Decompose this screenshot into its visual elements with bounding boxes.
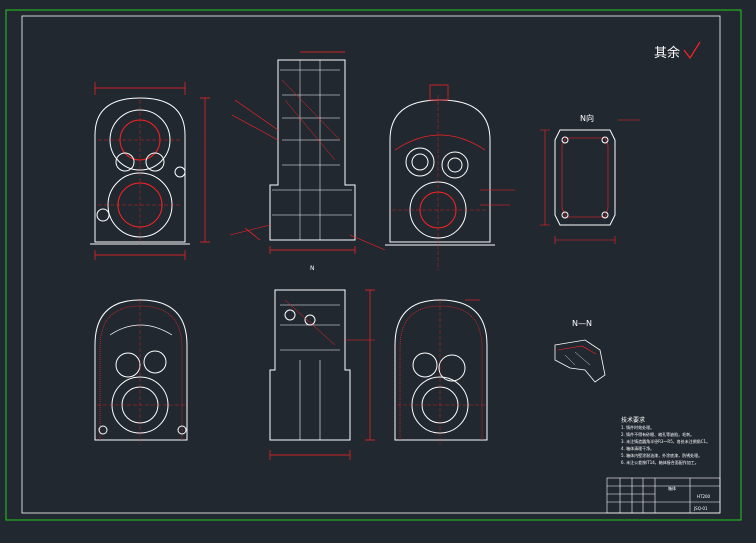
- nn-section-detail: [554, 339, 606, 383]
- bottom-middle-section: [269, 289, 375, 460]
- n-direction-view: [540, 119, 640, 244]
- side-section-view: [229, 51, 386, 254]
- tech-note-item: 2. 铸件不得有砂眼、缩孔等缺陷，毛刺。: [621, 432, 695, 437]
- tech-note-item: 6. 未注公差按IT14，箱体接合面配作加工。: [621, 460, 699, 465]
- tech-note-item: 1. 铸件时效处理。: [621, 425, 655, 430]
- view-label-section-nn: N—N: [572, 319, 592, 328]
- roughness-check-icon: [683, 41, 701, 60]
- title-block-material: HT200: [697, 494, 711, 499]
- view-label-n-direction: N向: [580, 114, 594, 123]
- sheet-outer-border: [5, 9, 742, 521]
- tech-notes-title: 技术要求: [621, 417, 646, 424]
- bottom-left-section: [94, 299, 188, 445]
- tech-note-item: 5. 箱体内壁涂耐油漆，外涂底漆，防锈处理。: [621, 453, 703, 458]
- rear-view: [385, 84, 515, 270]
- title-block: [606, 477, 721, 514]
- n-marker-arrow: N: [310, 265, 315, 272]
- title-block-drawing-no: JSQ-01: [694, 506, 708, 511]
- bottom-right-section: [394, 299, 488, 445]
- front-view: [90, 82, 210, 260]
- finish-label: 其余: [654, 46, 681, 61]
- tech-note-item: 3. 未注铸造圆角半径R3～R5，各处未注倒角C1。: [621, 439, 711, 444]
- tech-note-item: 4. 箱体清理干净。: [621, 446, 655, 451]
- sheet-inner-border: [21, 15, 721, 514]
- title-block-part-name: 箱体: [668, 486, 676, 491]
